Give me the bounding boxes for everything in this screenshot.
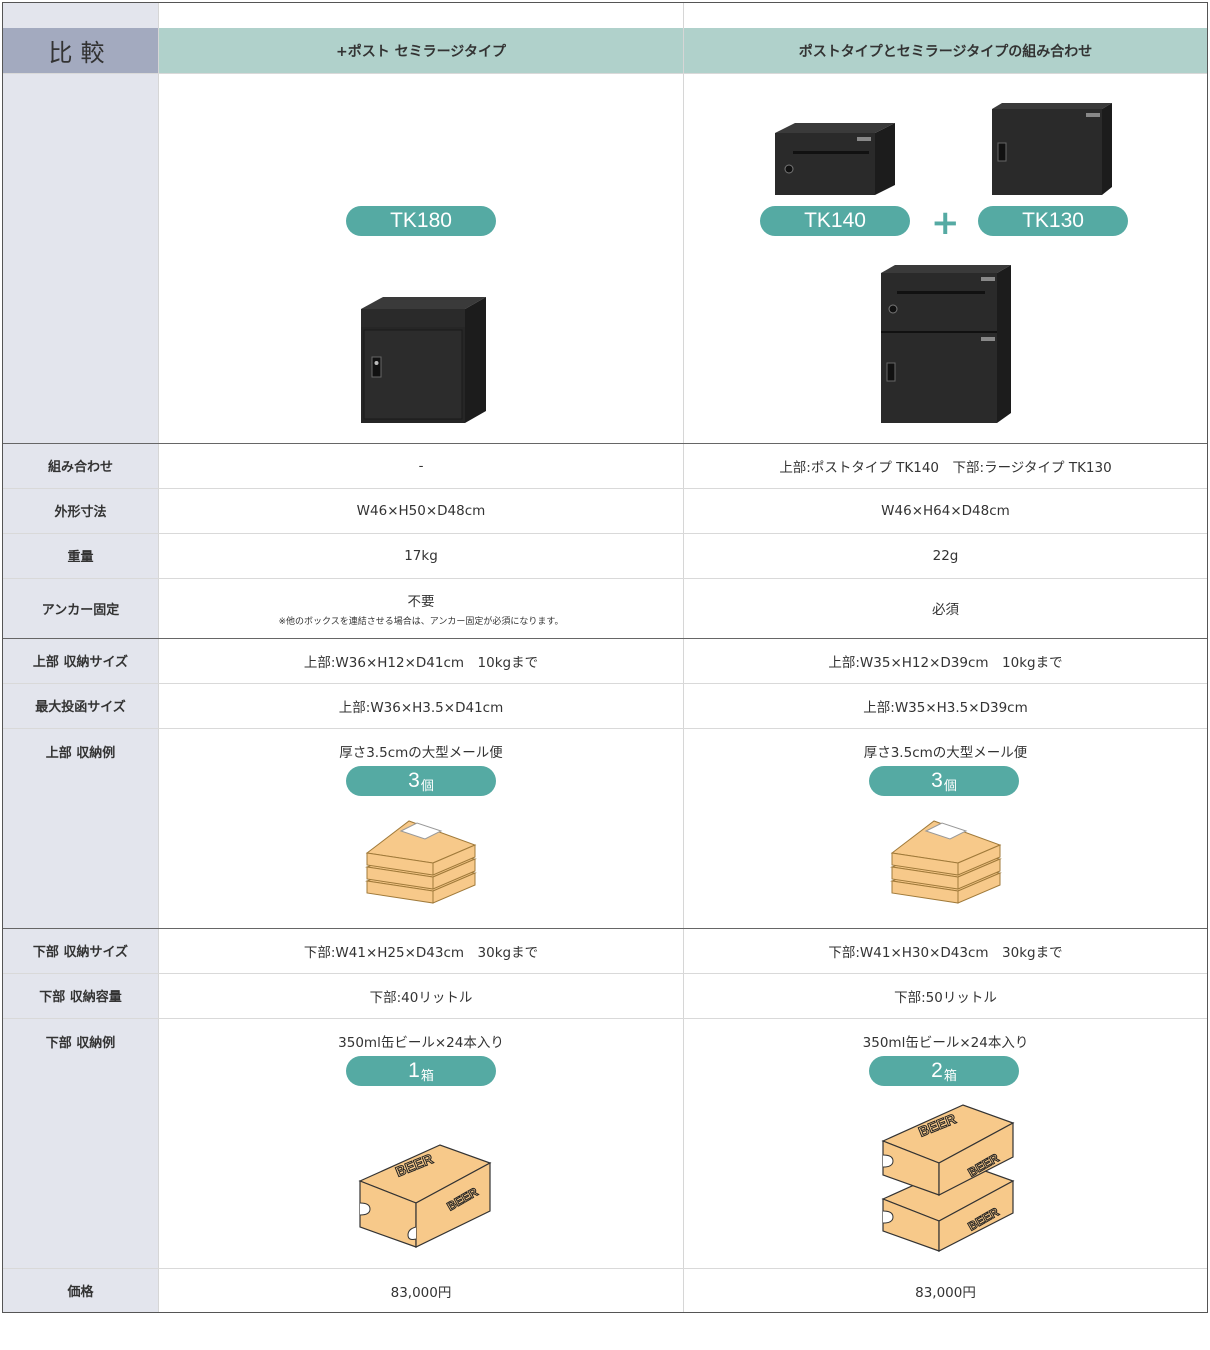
max-slot-col1: 上部:W36×H3.5×D41cm (338, 699, 504, 716)
comparison-header-label: 比較 (3, 28, 158, 73)
upper-size-col2: 上部:W35×H12×D39cm 10kgまで (828, 654, 1063, 671)
anchor-col1-note: ※他のボックスを連結させる場合は、アンカー固定が必須になります。 (278, 616, 564, 627)
combination-col2: 上部:ポストタイプ TK140 下部:ラージタイプ TK130 (779, 459, 1112, 476)
lower-size-col1: 下部:W41×H25×D43cm 30kgまで (303, 944, 539, 961)
model-badge-tk140: TK140 (760, 206, 910, 236)
column-header-combination: ポストタイプとセミラージタイプの組み合わせ (684, 28, 1207, 73)
row-label-lower-capacity: 下部 収納容量 (39, 990, 122, 1005)
row-label-lower-example: 下部 収納例 (45, 1036, 116, 1051)
anchor-col2: 必須 (932, 602, 959, 618)
column-divider (158, 3, 159, 1312)
anchor-col1-value: 不要 (407, 593, 435, 610)
column-header-post-semi-large: +ポスト セミラージタイプ (159, 28, 683, 73)
price-col1: 83,000円 (390, 1284, 452, 1301)
comparison-table: 比較 +ポスト セミラージタイプ ポストタイプとセミラージタイプの組み合わせ T… (2, 2, 1208, 1313)
max-slot-col2: 上部:W35×H3.5×D39cm (863, 699, 1028, 716)
dimensions-col1: W46×H50×D48cm (356, 502, 486, 519)
lower-example-col1: 350ml缶ビール×24本入り (338, 1035, 504, 1051)
row-label-dimensions: 外形寸法 (54, 505, 107, 520)
combined-stack-image (881, 265, 1011, 423)
row-label-price: 価格 (67, 1285, 94, 1300)
upper-example-col2: 厚さ3.5cmの大型メール便 (863, 745, 1028, 761)
mail-packets-icon (890, 820, 1002, 904)
weight-col2: 22g (932, 547, 959, 564)
row-label-combination: 組み合わせ (47, 460, 113, 475)
row-label-upper-size: 上部 収納サイズ (32, 655, 129, 670)
label-column (3, 3, 158, 1312)
model-badge-tk180: TK180 (346, 206, 496, 236)
anchor-col1: 不要 ※他のボックスを連結させる場合は、アンカー固定が必須になります。 (159, 578, 683, 638)
model-badge-tk130: TK130 (978, 206, 1128, 236)
row-label-lower-size: 下部 収納サイズ (32, 945, 129, 960)
row-label-weight: 重量 (67, 550, 94, 565)
price-col2: 83,000円 (915, 1284, 976, 1301)
mail-packets-icon (365, 820, 477, 904)
tk140-post-box-image (775, 123, 895, 195)
lower-capacity-col1: 下部:40リットル (369, 989, 473, 1006)
column-divider (683, 3, 684, 1312)
beer-cartons-stack-icon: BEER BEER BEER (881, 1104, 1015, 1252)
plus-icon: + (931, 203, 960, 243)
tk180-box-image (361, 297, 486, 423)
lower-capacity-col2: 下部:50リットル (894, 989, 997, 1006)
upper-example-col1: 厚さ3.5cmの大型メール便 (339, 745, 503, 761)
lower-size-col2: 下部:W41×H30×D43cm 30kgまで (828, 944, 1063, 961)
row-label-max-slot: 最大投函サイズ (35, 700, 126, 715)
weight-col1: 17kg (404, 547, 438, 564)
row-label-upper-example: 上部 収納例 (45, 746, 116, 761)
row-label-anchor: アンカー固定 (41, 602, 120, 618)
lower-example-col2: 350ml缶ビール×24本入り (862, 1035, 1029, 1051)
tk130-box-image (992, 103, 1112, 195)
combination-col1: - (418, 457, 424, 474)
dimensions-col2: W46×H64×D48cm (881, 502, 1010, 519)
beer-carton-icon: BEER BEER (358, 1144, 492, 1248)
upper-size-col1: 上部:W36×H12×D41cm 10kgまで (303, 654, 539, 671)
